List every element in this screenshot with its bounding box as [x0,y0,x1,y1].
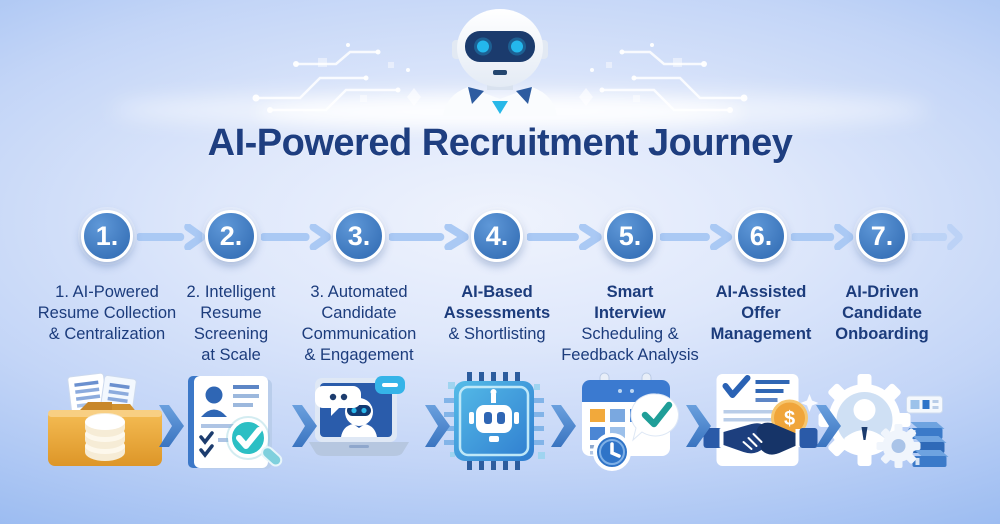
offer-handshake-icon: $ [703,374,819,466]
step-column-4: 4. AI-Based Assessments & Shortlisting [417,0,577,524]
step-column-7: 7. AI-Driven Candidate Onboarding [802,0,962,524]
step-label: AI-Driven Candidate Onboarding [835,283,929,343]
step-label: 2. Intelligent Resume Screening at Scale [186,283,276,364]
icon-arrow-icon [550,404,577,453]
step-label: 3. Automated Candidate Communication & E… [301,283,417,364]
folder-database-icon [48,372,162,466]
page-title: AI-Powered Recruitment Journey [207,122,793,164]
resume-screening-icon [188,376,283,469]
icon-arrow-icon [685,404,712,453]
step-column-6: 6. AI-Assisted Offer Management $ [681,0,841,524]
flow-arrow-icon [137,224,207,250]
step-number-badge: 6. [735,210,787,262]
flow-arrow-icon [791,224,855,250]
step-label: AI-Assisted Offer Management [710,283,812,343]
flow-arrow-icon [261,224,333,250]
icon-arrow-icon [424,404,451,453]
step-number-badge: 1. [81,210,133,262]
step-label: 1. AI-Powered Resume Collection & Centra… [37,283,177,343]
step-label: Smart Interview Scheduling & Feedback An… [561,283,699,364]
step-number-badge: 4. [471,210,523,262]
circuit-lines-icon [579,43,748,113]
robot-mascot [443,9,557,116]
flow-arrow-icon [660,224,734,250]
calendar-scheduling-icon [582,372,679,471]
ai-chip-icon [444,372,545,470]
gears-onboarding-icon [818,374,949,468]
icon-arrow-icon [815,404,842,453]
icon-arrow-icon [291,404,318,453]
flow-arrow-icon [912,224,964,250]
step-number-badge: 2. [205,210,257,262]
chatbot-laptop-icon [309,376,409,456]
step-column-3: 3. 3. Automated Candidate Communication … [279,0,439,524]
step-number-badge: 5. [604,210,656,262]
flow-arrow-icon [389,224,471,250]
step-column-5: 5. Smart Interview Scheduling & Feedback… [550,0,710,524]
circuit-lines-icon [252,43,421,113]
step-label: AI-Based Assessments & Shortlisting [443,283,551,343]
step-number-badge: 7. [856,210,908,262]
icon-arrow-icon [158,404,185,453]
step-number-badge: 3. [333,210,385,262]
step-column-2: 2. 2. Intelligent Resume Screening at Sc… [151,0,311,524]
flow-arrow-icon [527,224,604,250]
step-column-1: 1. 1. AI-Powered Resume Collection & Cen… [27,0,187,524]
svg-text:$: $ [784,408,795,430]
